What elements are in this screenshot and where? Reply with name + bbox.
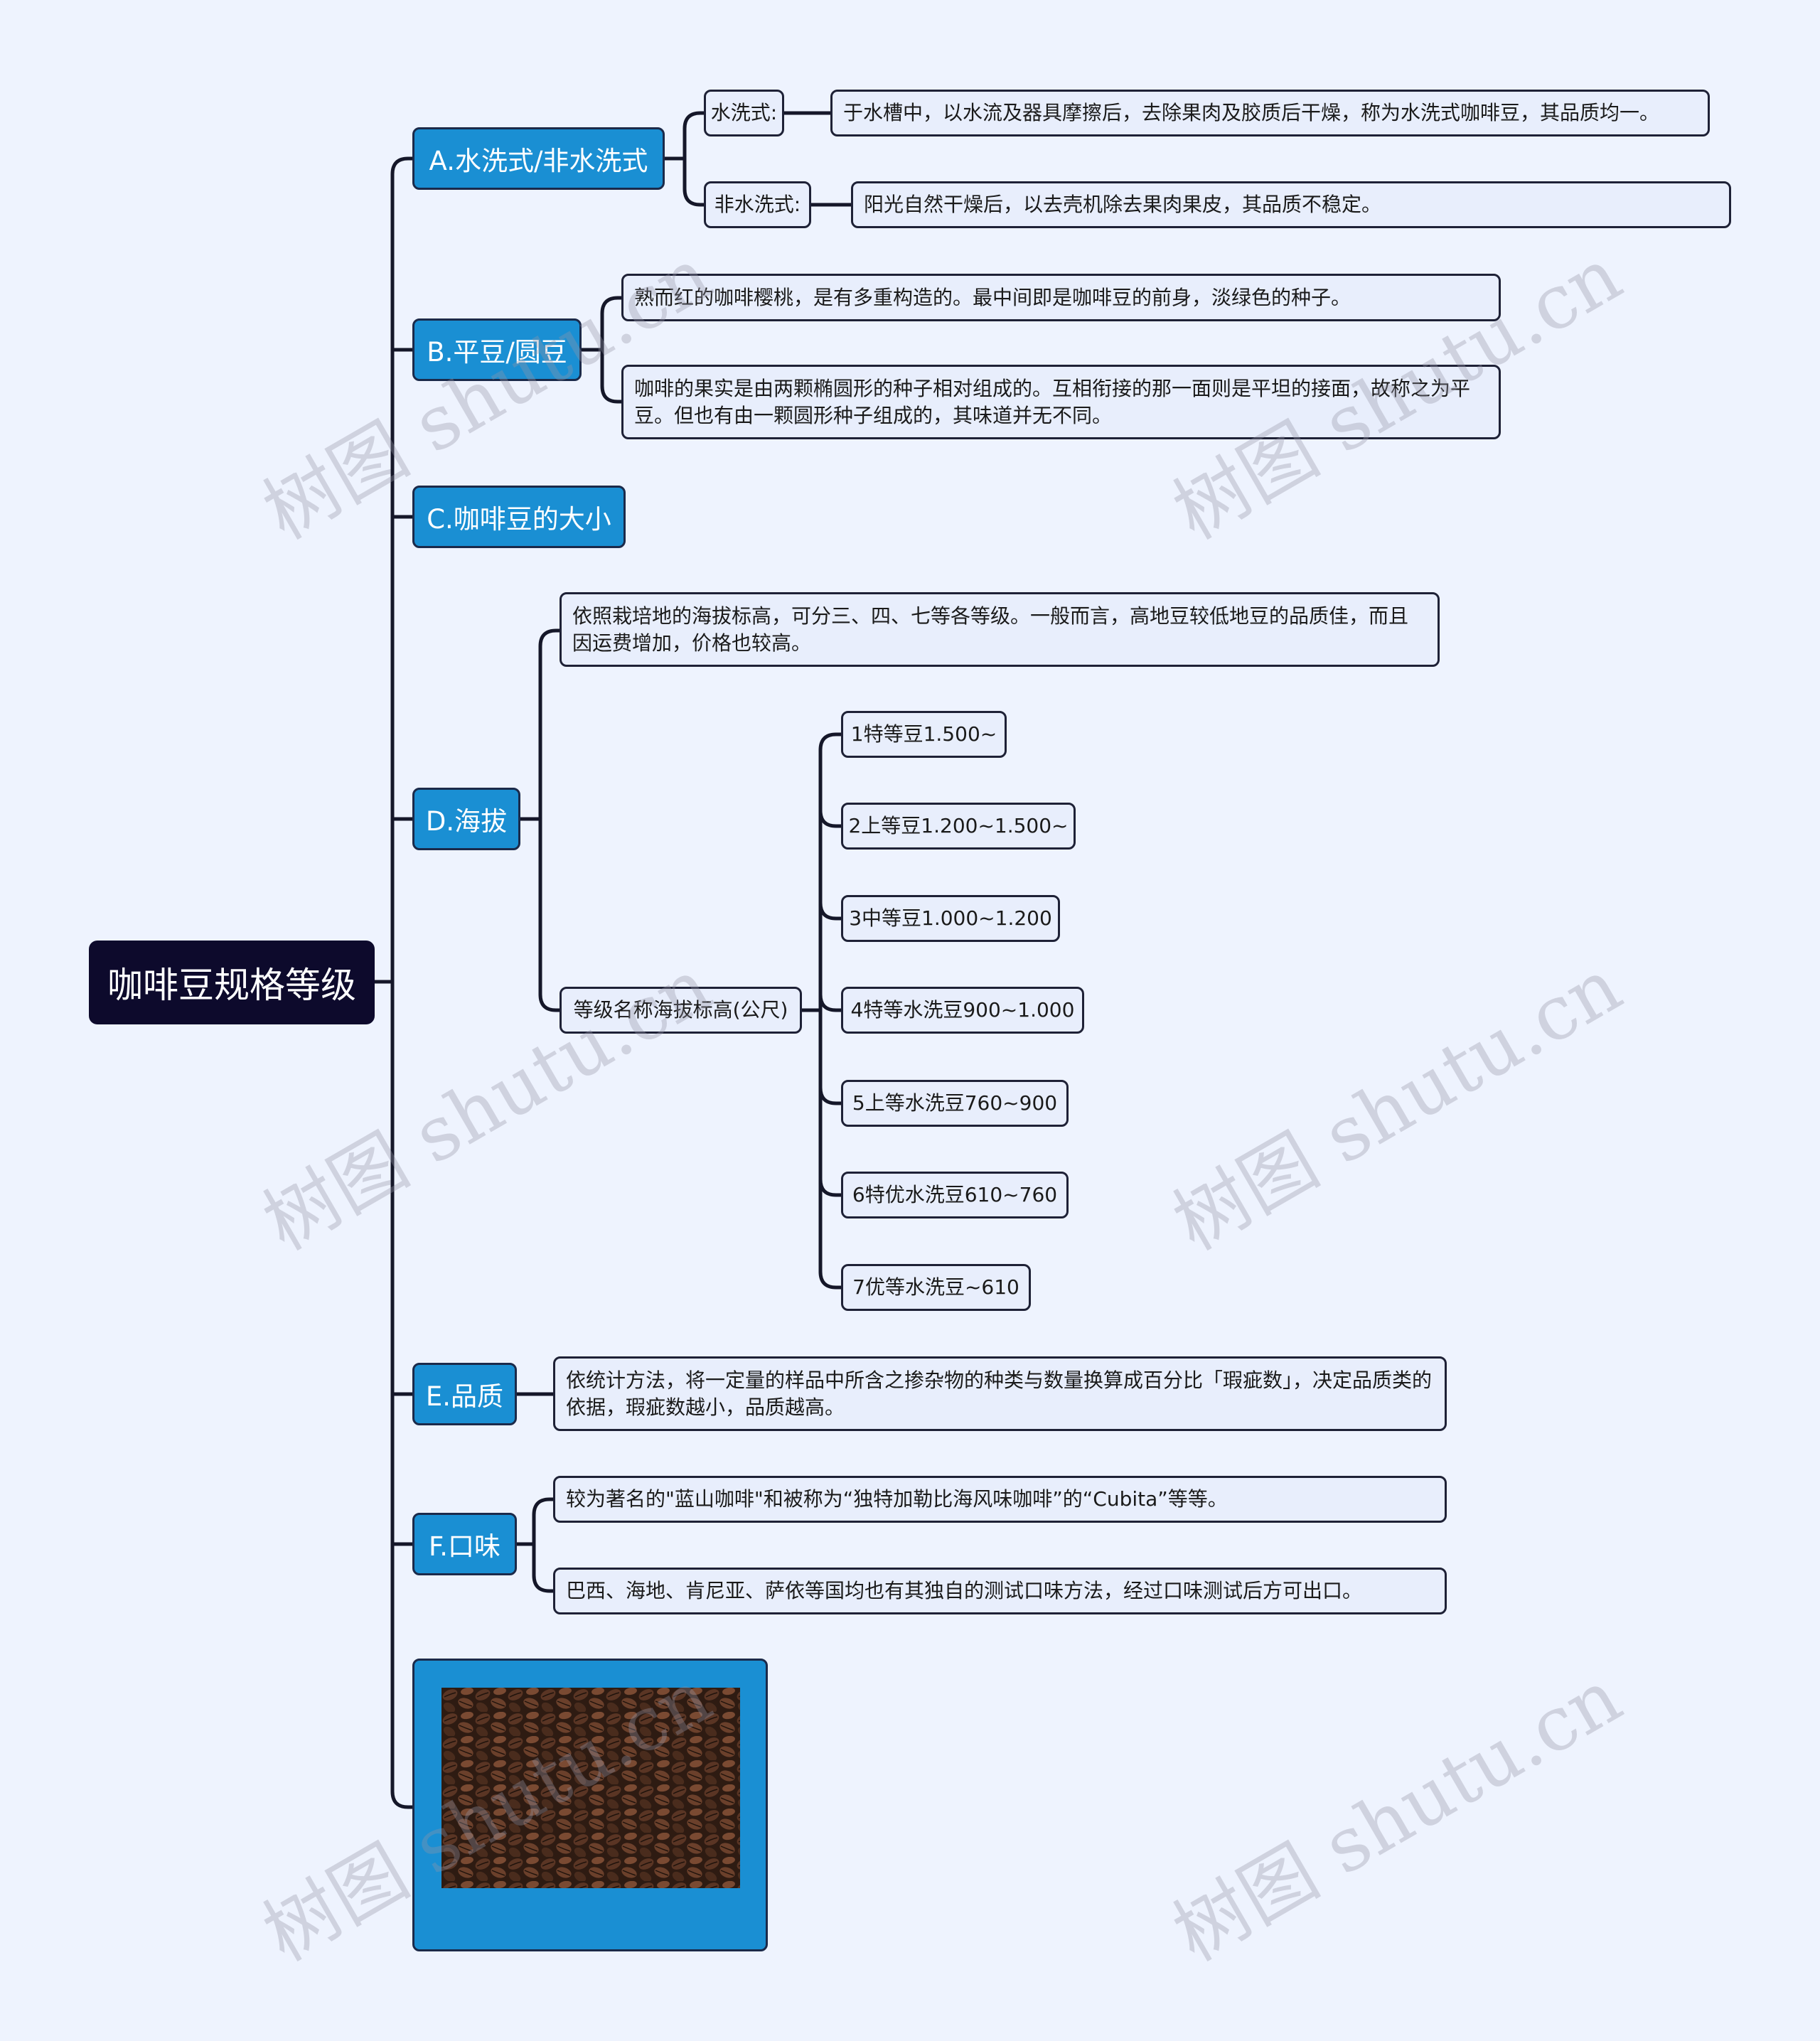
taste-test-desc: 巴西、海地、肯尼亚、萨依等国均也有其独自的测试口味方法，经过口味测试后方可出口。 <box>566 1579 1363 1602</box>
taste-famous-node[interactable]: 较为著名的"蓝山咖啡"和被称为“独特加勒比海风味咖啡”的“Cubita”等等。 <box>553 1476 1447 1523</box>
branch-a-node[interactable]: A.水洗式/非水洗式 <box>412 127 665 190</box>
grade-4: 4特等水洗豆900~1.000 <box>850 998 1075 1022</box>
grade-7-node[interactable]: 7优等水洗豆~610 <box>841 1264 1031 1311</box>
grade-1-node[interactable]: 1特等豆1.500~ <box>841 711 1007 758</box>
altitude-desc: 依照栽培地的海拔标高，可分三、四、七等各等级。一般而言，高地豆较低地豆的品质佳，… <box>572 604 1409 655</box>
washed-desc-node[interactable]: 于水槽中，以水流及器具摩擦后，去除果肉及胶质后干燥，称为水洗式咖啡豆，其品质均一… <box>830 90 1710 136</box>
grade-4-node[interactable]: 4特等水洗豆900~1.000 <box>841 987 1084 1034</box>
grade-5-node[interactable]: 5上等水洗豆760~900 <box>841 1080 1069 1127</box>
flat-round-bean-node[interactable]: 咖啡的果实是由两颗椭圆形的种子相对组成的。互相衔接的那一面则是平坦的接面，故称之… <box>621 365 1501 439</box>
natural-label: 非水洗式: <box>714 193 801 216</box>
grade-2-node[interactable]: 2上等豆1.200~1.500~ <box>841 803 1076 850</box>
coffee-beans-image-node[interactable] <box>412 1659 768 1951</box>
grade-1: 1特等豆1.500~ <box>850 722 997 746</box>
grade-3: 3中等豆1.000~1.200 <box>849 906 1052 930</box>
bean-structure-node[interactable]: 熟而红的咖啡樱桃，是有多重构造的。最中间即是咖啡豆的前身，淡绿色的种子。 <box>621 274 1501 321</box>
branch-d-label: D.海拔 <box>425 806 508 837</box>
quality-desc: 依统计方法，将一定量的样品中所含之掺杂物的种类与数量换算成百分比「瑕疵数」，决定… <box>566 1368 1433 1419</box>
grade-header: 等级名称海拔标高(公尺) <box>573 998 788 1022</box>
branch-f-node[interactable]: F.口味 <box>412 1513 517 1575</box>
grade-6: 6特优水洗豆610~760 <box>852 1183 1058 1206</box>
branch-d-node[interactable]: D.海拔 <box>412 788 520 850</box>
natural-desc-node[interactable]: 阳光自然干燥后，以去壳机除去果肉果皮，其品质不稳定。 <box>851 181 1731 228</box>
natural-label-node[interactable]: 非水洗式: <box>704 181 811 228</box>
bean-structure-desc: 熟而红的咖啡樱桃，是有多重构造的。最中间即是咖啡豆的前身，淡绿色的种子。 <box>634 285 1351 309</box>
branch-f-label: F.口味 <box>428 1531 501 1562</box>
branch-c-node[interactable]: C.咖啡豆的大小 <box>412 486 626 548</box>
washed-label: 水洗式: <box>710 101 778 124</box>
grade-6-node[interactable]: 6特优水洗豆610~760 <box>841 1172 1069 1218</box>
branch-b-label: B.平豆/圆豆 <box>427 337 567 368</box>
flat-round-bean-desc: 咖啡的果实是由两颗椭圆形的种子相对组成的。互相衔接的那一面则是平坦的接面，故称之… <box>634 376 1471 427</box>
branch-e-label: E.品质 <box>425 1381 504 1412</box>
root-node[interactable]: 咖啡豆规格等级 <box>89 941 375 1024</box>
grade-header-node[interactable]: 等级名称海拔标高(公尺) <box>560 987 802 1034</box>
grade-2: 2上等豆1.200~1.500~ <box>848 814 1069 837</box>
taste-test-node[interactable]: 巴西、海地、肯尼亚、萨依等国均也有其独自的测试口味方法，经过口味测试后方可出口。 <box>553 1568 1447 1614</box>
washed-label-node[interactable]: 水洗式: <box>704 90 784 136</box>
altitude-desc-node[interactable]: 依照栽培地的海拔标高，可分三、四、七等各等级。一般而言，高地豆较低地豆的品质佳，… <box>560 592 1440 667</box>
branch-a-label: A.水洗式/非水洗式 <box>429 146 648 176</box>
natural-desc: 阳光自然干燥后，以去壳机除去果肉果皮，其品质不稳定。 <box>864 193 1382 216</box>
branch-e-node[interactable]: E.品质 <box>412 1363 517 1425</box>
coffee-beans-photo <box>441 1688 740 1888</box>
branch-b-node[interactable]: B.平豆/圆豆 <box>412 318 582 381</box>
grade-5: 5上等水洗豆760~900 <box>852 1091 1058 1115</box>
taste-famous-desc: 较为著名的"蓝山咖啡"和被称为“独特加勒比海风味咖啡”的“Cubita”等等。 <box>566 1487 1228 1511</box>
quality-desc-node[interactable]: 依统计方法，将一定量的样品中所含之掺杂物的种类与数量换算成百分比「瑕疵数」，决定… <box>553 1356 1447 1431</box>
grade-3-node[interactable]: 3中等豆1.000~1.200 <box>841 895 1060 942</box>
branch-c-label: C.咖啡豆的大小 <box>427 504 611 535</box>
washed-desc: 于水槽中，以水流及器具摩擦后，去除果肉及胶质后干燥，称为水洗式咖啡豆，其品质均一… <box>843 101 1660 124</box>
grade-7: 7优等水洗豆~610 <box>852 1275 1019 1299</box>
root-title: 咖啡豆规格等级 <box>107 965 356 1006</box>
